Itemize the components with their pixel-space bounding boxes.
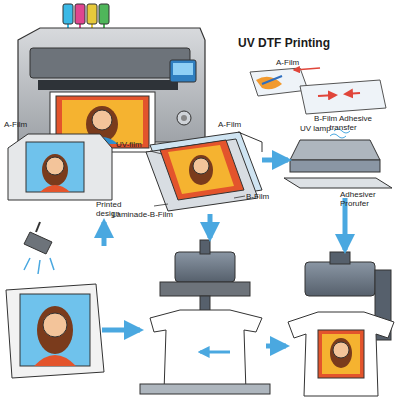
uv-laminator (284, 129, 392, 188)
diagram-title: UV DTF Printing (238, 36, 398, 50)
film-stack (146, 132, 262, 211)
film-layers-icon (250, 68, 386, 114)
flow-arrows (102, 160, 345, 346)
part-label: A-Film (4, 120, 44, 129)
part-label: Adhesiver Prorufer (340, 190, 400, 208)
part-label: Laminade-B-Film (112, 210, 192, 219)
print-photo (6, 284, 104, 378)
part-label: B-Film (246, 192, 286, 201)
part-label: A-Film (218, 120, 258, 129)
part-label: A-Film (276, 58, 316, 67)
printer (18, 4, 205, 152)
part-label: UV lamp (300, 124, 340, 133)
heat-press (140, 240, 270, 394)
uv-lamp (24, 222, 54, 274)
heat-press-final (288, 252, 394, 396)
part-label: UV-film (116, 140, 156, 149)
printed-sheet (8, 134, 112, 200)
